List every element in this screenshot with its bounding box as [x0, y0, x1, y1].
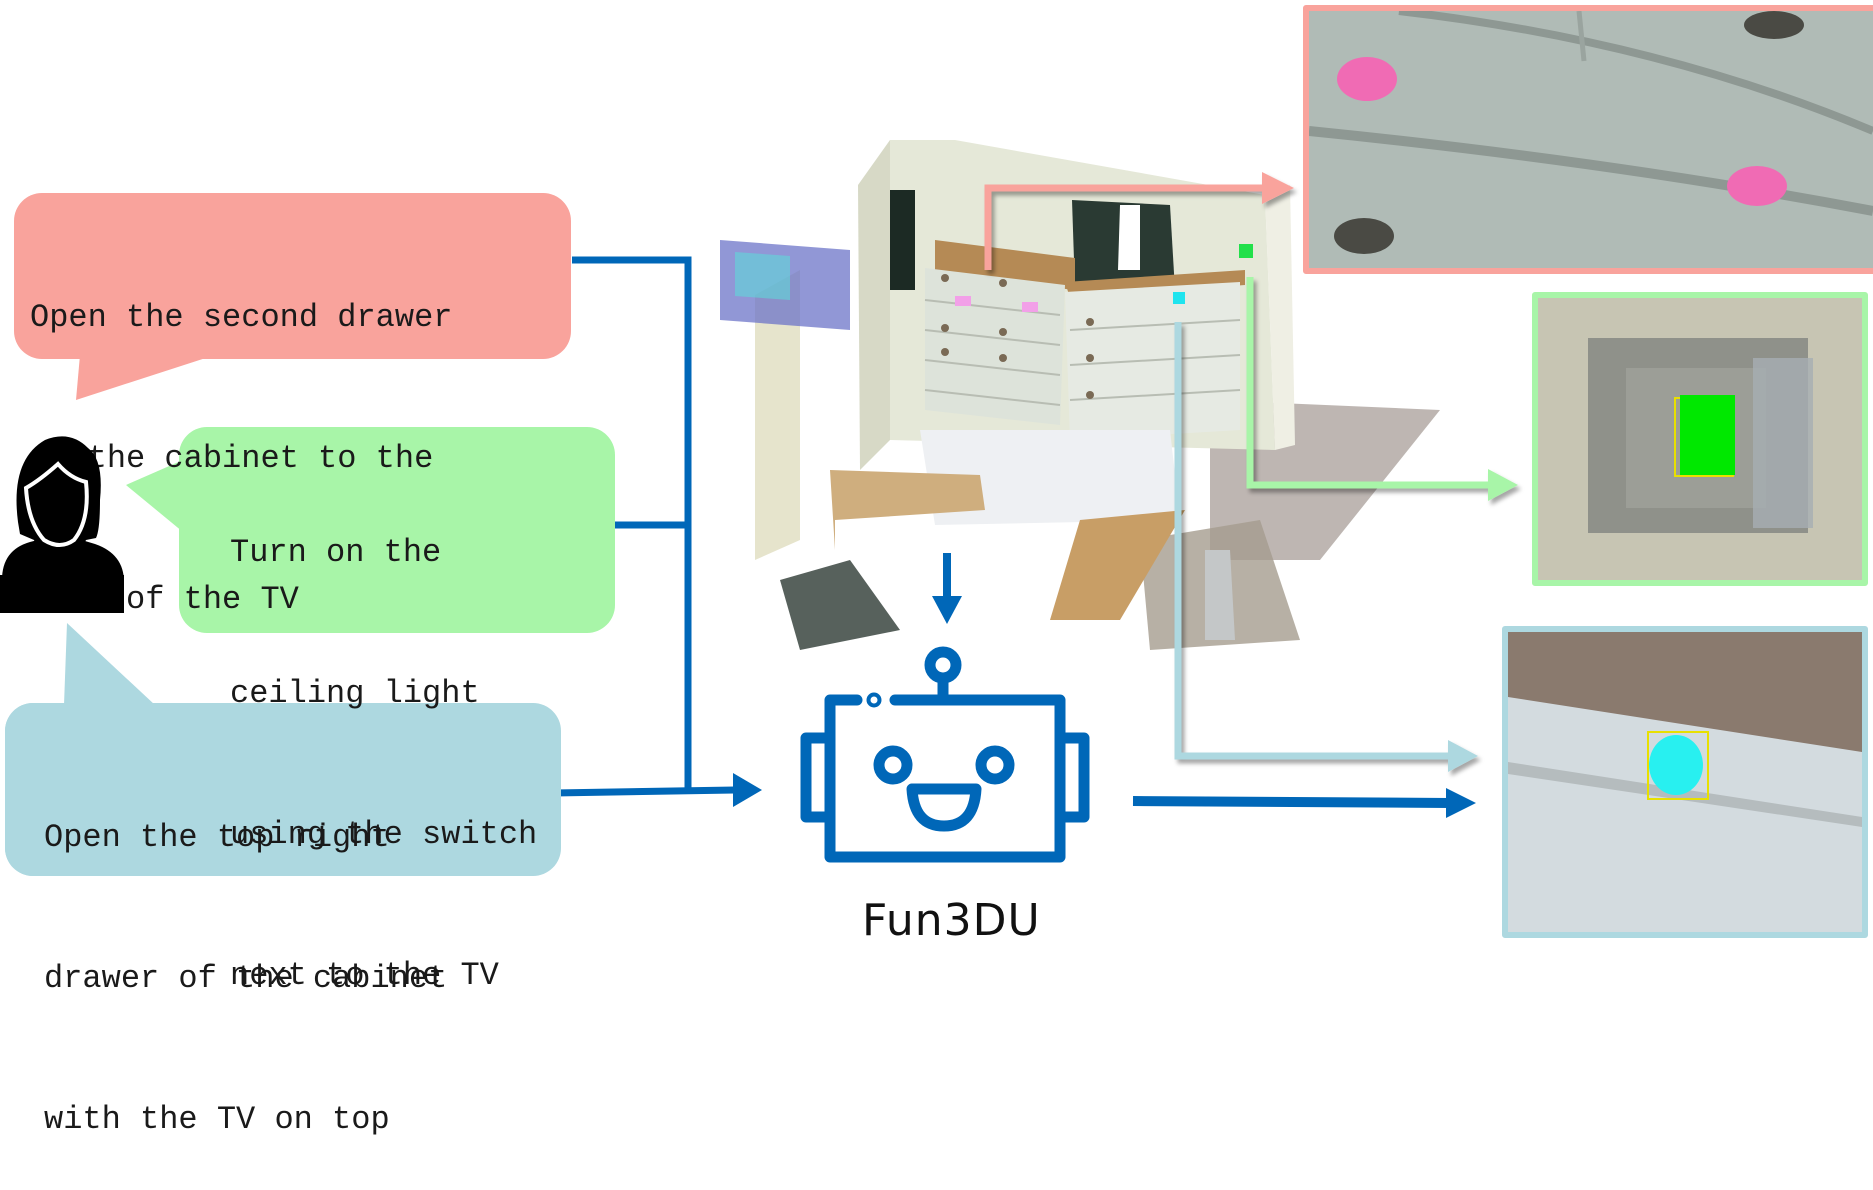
scene-dark-hanging — [890, 190, 915, 290]
scene-cyan-points — [735, 252, 790, 300]
scene-drawer-lines — [924, 299, 1241, 406]
red-panel-content — [1309, 11, 1873, 268]
cyan-marker — [1173, 292, 1185, 304]
leader-blue — [1174, 322, 1478, 772]
request-blue-line-2: drawer of the cabinet — [44, 960, 448, 997]
bubble-blue — [5, 623, 561, 876]
scene-trash-bin — [1205, 550, 1235, 640]
scene-bed — [920, 430, 1180, 525]
scene-bed-frame — [1050, 510, 1185, 620]
request-green-line-3: using the switch — [230, 816, 538, 853]
blue-bbox — [1647, 731, 1709, 800]
green-mask — [1680, 395, 1735, 475]
blue-panel-content — [1508, 632, 1862, 932]
request-blue-line-1: Open the top right — [44, 819, 390, 856]
green-marker — [1239, 244, 1253, 258]
bubble-red — [14, 193, 571, 400]
green-panel-content — [1538, 298, 1862, 580]
pink-marker-2 — [1022, 302, 1038, 312]
point-cloud-bedroom-scene — [720, 140, 1518, 772]
speech-bubbles — [5, 193, 615, 876]
output-panel-red — [1303, 5, 1873, 274]
robot-mouth — [906, 783, 982, 832]
bus-from-red — [572, 256, 692, 792]
request-green-line-2: ceiling light — [230, 675, 480, 712]
knob-dark-2 — [1334, 218, 1394, 254]
robot-left-ear — [800, 732, 836, 823]
request-red-line-1: Open the second drawer — [30, 299, 453, 336]
robot-right-ear — [1054, 732, 1090, 823]
scene-left-wall — [858, 140, 890, 470]
knob-dark-1 — [1744, 11, 1804, 39]
output-panel-blue — [1502, 626, 1868, 938]
pink-marker-1 — [955, 296, 971, 306]
pink-mask-1 — [1337, 57, 1397, 101]
scene-floor-shadow — [780, 560, 900, 650]
robot-right-eye — [975, 745, 1015, 785]
robot-left-eye — [873, 745, 913, 785]
robot-head-dot — [866, 692, 882, 708]
arrow-to-robot — [733, 773, 762, 807]
scene-bed-headboard — [830, 470, 985, 550]
output-panel-green — [1532, 292, 1868, 586]
leader-green — [1246, 277, 1518, 501]
request-green-line-1: Turn on the — [230, 534, 442, 571]
robot-head — [824, 694, 1066, 863]
bus-from-blue — [553, 786, 736, 797]
scene-to-robot-arrow — [932, 553, 962, 624]
diagram-connectors — [553, 256, 1476, 818]
agent-name: Fun3DU — [862, 895, 1041, 946]
scene-shelf — [755, 270, 800, 560]
bubble-green — [126, 427, 615, 633]
scene-tv-hole — [1118, 205, 1140, 270]
robot-to-output-arrow — [1132, 788, 1476, 818]
leader-red — [984, 172, 1294, 270]
scene-door — [1265, 185, 1295, 450]
request-blue-line-3: with the TV on top — [44, 1101, 390, 1138]
scene-drawer-knobs — [941, 274, 1094, 399]
input-bus — [553, 256, 762, 807]
cyan-mask — [1649, 735, 1703, 795]
robot-icon — [800, 646, 1090, 863]
pink-mask-2 — [1727, 166, 1787, 206]
woman-user-icon — [0, 436, 124, 613]
